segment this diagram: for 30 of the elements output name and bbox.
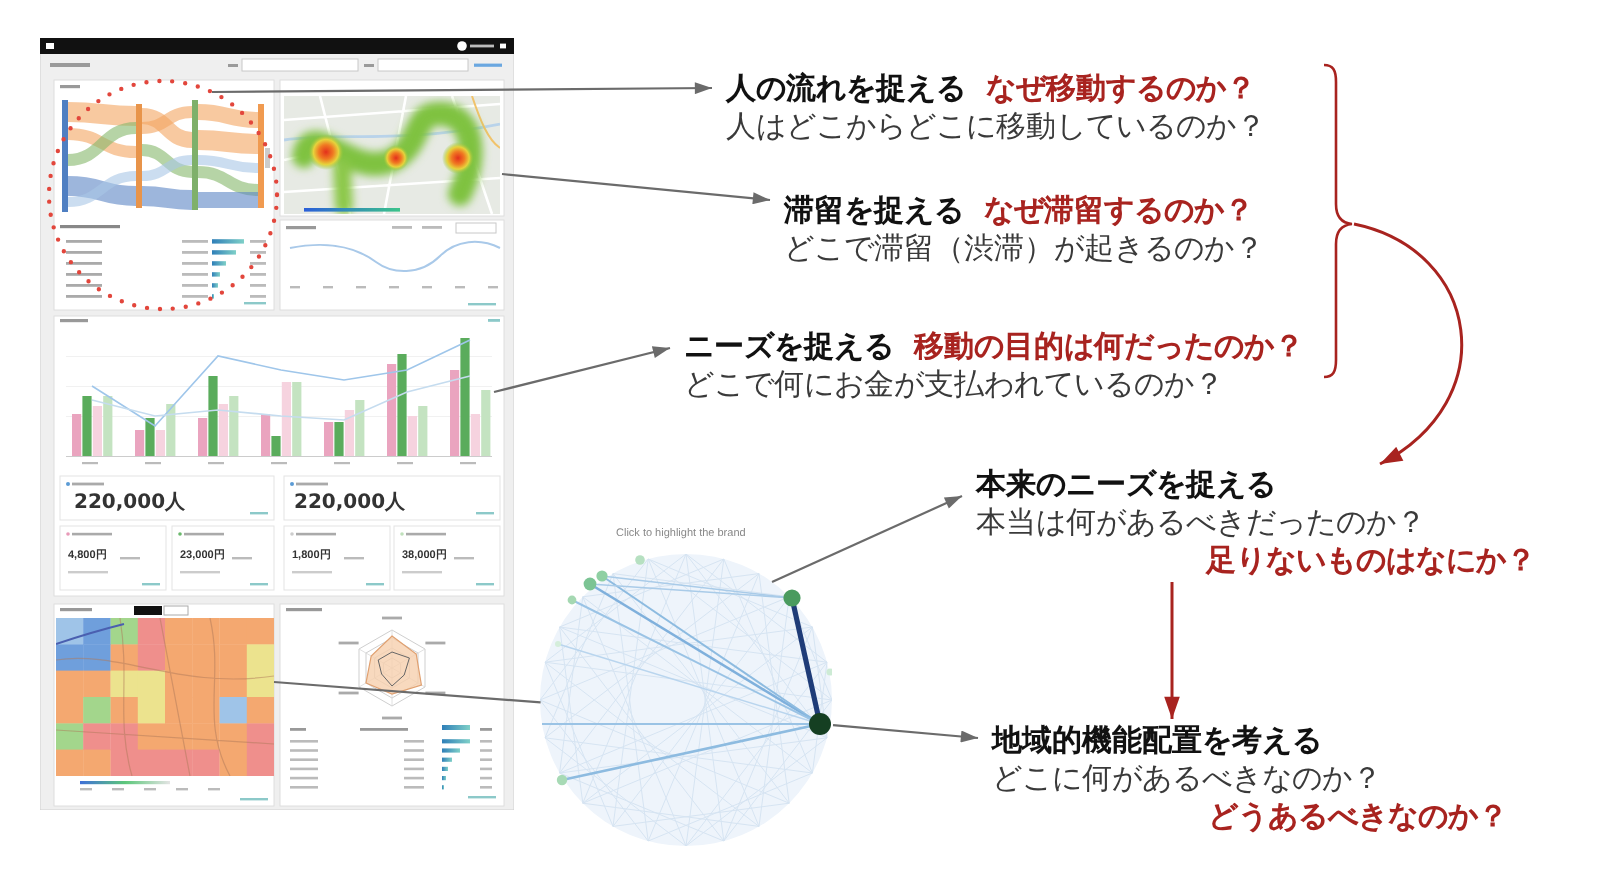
highlighted-question: なぜ移動するのか？ — [986, 69, 1256, 105]
heading: 本来のニーズを捉える — [976, 466, 1276, 502]
arrow — [493, 346, 671, 394]
arrow — [771, 495, 963, 583]
heading: ニーズを捉える — [684, 327, 894, 363]
question-text: 人はどこからどこに移動しているのか？ — [726, 107, 1266, 143]
heatmap — [284, 96, 500, 214]
highlighted-question: 移動の目的は何だったのか？ — [914, 327, 1304, 363]
stat-value: 220,000人 — [294, 492, 406, 515]
heading: 人の流れを捉える — [726, 69, 966, 105]
arrow — [832, 724, 979, 743]
highlighted-question: 足りないものはなにか？ — [1206, 542, 1536, 578]
mesh-map — [56, 618, 274, 776]
heading: 地域的機能配置を考える — [992, 721, 1322, 757]
question-text: どこで何にお金が支払われているのか？ — [684, 365, 1224, 401]
connector-line — [273, 680, 541, 704]
highlighted-question: どうあるべきなのか？ — [1208, 797, 1508, 833]
arrow — [1353, 222, 1463, 466]
curly-brace — [1322, 62, 1354, 380]
question-text: どこで滞留（渋滞）が起きるのか？ — [784, 229, 1264, 265]
heading: 滞留を捉える — [784, 191, 964, 227]
dashboard-screenshot — [40, 38, 514, 810]
arrow — [501, 172, 771, 205]
chord-diagram — [540, 554, 832, 846]
highlighted-question: なぜ滞留するのか？ — [984, 191, 1254, 227]
stat-value: 220,000人 — [74, 492, 186, 515]
question-text: どこに何があるべきなのか？ — [992, 759, 1382, 795]
arrow — [1164, 582, 1180, 719]
question-text: 本当は何があるべきだったのか？ — [976, 504, 1426, 540]
arrow — [212, 82, 712, 95]
